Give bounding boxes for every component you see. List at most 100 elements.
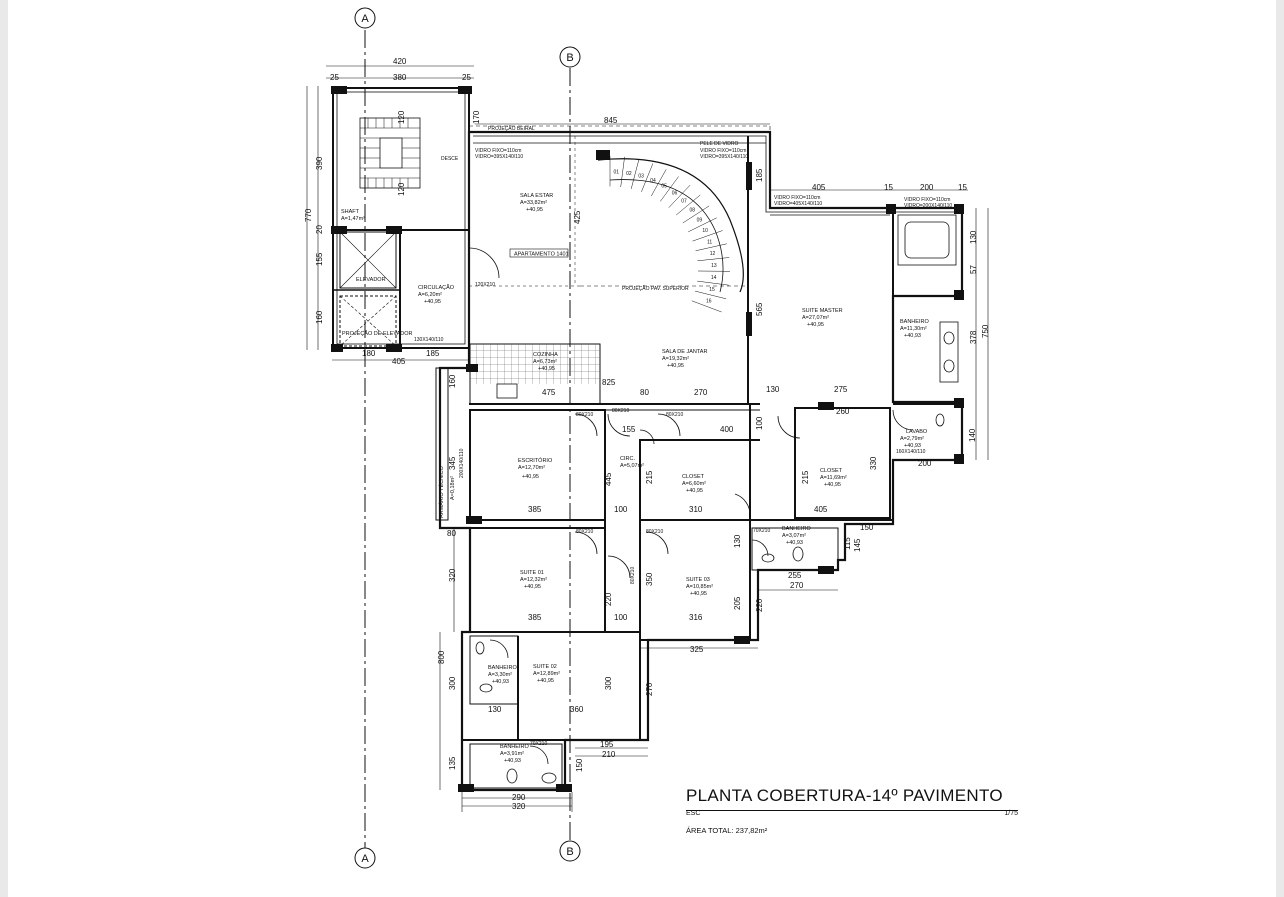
room-name-armario-tecnico: ARMÁRIO TÉCNICO (438, 465, 445, 518)
room-name-banheiro-master: BANHEIRO (900, 319, 929, 325)
dim-445: 445 (604, 472, 613, 486)
dim-20: 20 (315, 225, 324, 234)
note-projecao-pav-superior: PROJEÇÃO PAV. SUPERIOR (622, 285, 689, 292)
dim-160b: 160 (448, 374, 457, 388)
room-level-circulacao: +40,95 (424, 299, 441, 305)
dim-25b: 25 (462, 73, 471, 82)
room-level-suite-master: +40,95 (807, 322, 824, 328)
stair-step-label: 08 (690, 208, 696, 214)
room-level-banheiro-s02: +40,93 (492, 679, 509, 685)
stair-step-label: 03 (638, 174, 644, 180)
stair-step-label: 11 (707, 240, 712, 246)
dim-15b: 15 (958, 183, 967, 192)
grid-label-a-top: A (361, 13, 369, 25)
dim-170: 170 (472, 110, 481, 124)
stair-step-label: 05 (661, 184, 667, 190)
room-name-banheiro-s03: BANHEIRO (782, 526, 811, 532)
dim-220a: 220 (604, 592, 613, 606)
stair-step-label: 01 (614, 169, 620, 175)
room-area-circulacao: A=6,20m² (418, 292, 442, 298)
dim-845: 845 (604, 116, 618, 125)
room-level-escritorio: +40,95 (522, 474, 539, 480)
room-name-sala-jantar: SALA DE JANTAR (662, 349, 707, 355)
note-vidro-fixo-1: VIDRO FIXO=110cm (475, 148, 521, 154)
grid-label-b-bottom: B (566, 846, 573, 858)
scale-value: 1/75 (1004, 810, 1018, 817)
stair-step-label: 16 (706, 299, 712, 305)
room-area-banheiro-s01: A=3,91m² (500, 751, 524, 757)
dim-205: 205 (733, 596, 742, 610)
room-area-suite-master: A=27,07m² (802, 315, 829, 321)
grid-axis-b: B B (559, 46, 581, 862)
dim-100c: 100 (614, 613, 628, 622)
dim-385b: 385 (528, 613, 542, 622)
dim-800: 800 (437, 650, 446, 664)
room-area-suite-02: A=12,89m² (533, 671, 560, 677)
dim-25a: 25 (330, 73, 339, 82)
room-area-banheiro-s02: A=3,30m² (488, 672, 512, 678)
dim-320a: 320 (448, 568, 457, 582)
room-area-armario-tecnico: A=0,18m² (450, 476, 456, 500)
dim-275: 275 (834, 385, 848, 394)
room-name-sala-estar: SALA ESTAR (520, 193, 553, 199)
dim-316: 316 (689, 613, 703, 622)
room-name-elevador: ELEVADOR (356, 277, 386, 283)
stair-step-label: 04 (650, 178, 656, 184)
note-vidro-fixo-4: VIDRO FIXO=110cm (904, 197, 950, 203)
dim-270a: 270 (694, 388, 708, 397)
room-area-sala-jantar: A=19,32m² (662, 356, 689, 362)
grid-marker-b-top (559, 46, 581, 68)
grid-marker-a-top (354, 7, 376, 29)
room-level-suite-01: +40,95 (524, 584, 541, 590)
drawing-title: PLANTA COBERTURA-14º PAVIMENTO (686, 786, 1003, 805)
room-name-closet-2: CLOSET (820, 468, 843, 474)
window-label-130: 130X140/110 (414, 337, 444, 343)
note-pele-de-vidro: PELE DE VIDRO (700, 141, 738, 147)
dim-140: 140 (968, 428, 977, 442)
dim-195: 195 (600, 740, 614, 749)
apartment-label: APARTAMENTO 1401 (514, 252, 569, 258)
dim-345: 345 (448, 456, 457, 470)
doors (468, 247, 914, 765)
dim-390: 390 (315, 156, 324, 170)
room-level-closet-2: +40,95 (824, 482, 841, 488)
dim-155a: 155 (315, 252, 324, 266)
scale-row: ESC 1/75 (686, 810, 1018, 822)
note-vidro-fixo-2: VIDRO FIXO=110cm (700, 148, 746, 154)
dim-145: 145 (853, 538, 862, 552)
dim-320b: 320 (512, 802, 526, 811)
door-label-70a: 70X210 (753, 528, 770, 534)
dim-290: 290 (512, 793, 526, 802)
room-area-closet-1: A=6,60m² (682, 481, 706, 487)
dim-405b: 405 (392, 357, 406, 366)
dim-260: 260 (836, 407, 850, 416)
room-level-banheiro-s01: +40,93 (504, 758, 521, 764)
dim-300b: 300 (604, 676, 613, 690)
room-area-banheiro-master: A=11,30m² (900, 326, 927, 332)
dim-405c: 405 (814, 505, 828, 514)
dim-400: 400 (720, 425, 734, 434)
room-name-shaft: SHAFT (341, 209, 360, 215)
room-level-sala-estar: +40,95 (526, 207, 543, 213)
door-label-80b: 80X210 (612, 408, 629, 414)
dim-210: 210 (602, 750, 616, 759)
dim-215a: 215 (645, 470, 654, 484)
note-desce: DESCE (441, 156, 459, 162)
dim-100b: 100 (614, 505, 628, 514)
dim-185b: 185 (755, 168, 764, 182)
room-labels: SALA ESTAR A=33,82m² +40,95 APARTAMENTO … (341, 193, 929, 764)
room-name-lavabo: LAVABO (906, 429, 928, 435)
room-name-escritorio: ESCRITÓRIO (518, 457, 553, 464)
dim-130d: 130 (488, 705, 502, 714)
dim-120b: 120 (397, 182, 406, 196)
room-name-suite-01: SUITE 01 (520, 570, 544, 576)
grid-label-b-top: B (566, 52, 573, 64)
dim-100a: 100 (755, 416, 764, 430)
room-name-circ: CIRC. (620, 456, 635, 462)
dim-200a: 200 (920, 183, 934, 192)
dim-300a: 300 (448, 676, 457, 690)
room-name-suite-03: SUITE 03 (686, 577, 710, 583)
title-block: PLANTA COBERTURA-14º PAVIMENTO ESC 1/75 … (686, 786, 1018, 835)
